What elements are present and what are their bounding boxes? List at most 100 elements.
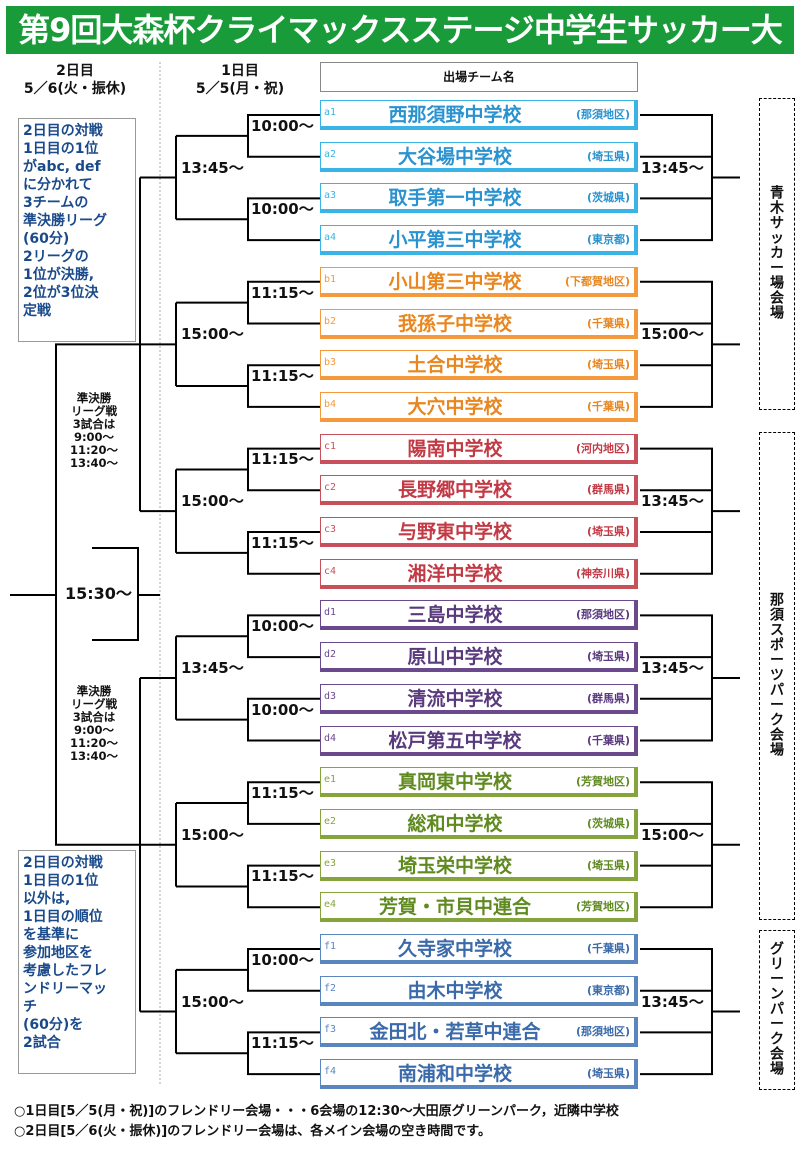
note-line: ンドリーマッ [23,981,107,997]
team-id: f3 [324,1024,337,1036]
team-name: 陽南中学校 [407,437,503,460]
final-time: 15:30～ [64,584,133,603]
team-name: 取手第一中学校 [388,187,522,210]
team-column-header: 出場チーム名 [320,62,638,92]
day1-header-day: 1日目 [221,63,259,79]
team-name: 松戸第五中学校 [388,729,522,752]
right-bracket [640,781,713,909]
footer-note-day2: ○2日目[5／6(火・振休)]のフレンドリー会場は、各メイン会場の空き時間です。 [14,1124,491,1139]
group-time: 15:00～ [180,992,245,1011]
note-line: 1日目の1位 [23,873,99,889]
note-line: 2日目の対戦 [23,123,103,139]
right-time: 13:45～ [640,158,705,177]
team-row: d2 原山中学校 (埼玉県) [320,642,638,673]
venue-name: 青木サッカー場会場 [770,185,784,322]
note-line: 1日目の順位 [23,909,103,925]
team-id: b3 [324,357,337,369]
team-row: d3 清流中学校 (群馬県) [320,683,638,714]
team-name: 小平第三中学校 [388,229,522,252]
right-time: 13:45～ [640,992,705,1011]
team-id: b1 [324,273,337,285]
note-line: 3チームの [23,195,89,211]
team-region: (神奈川県) [575,566,630,580]
team-name: 総和中学校 [407,812,503,835]
team-region: (茨城県) [586,191,630,205]
right-time: 15:00～ [640,325,705,344]
team-id: d2 [324,649,337,661]
match-time: 11:15～ [250,867,315,886]
venue-name: 那須スポーツパーク会場 [770,592,784,759]
group-time: 13:45～ [180,158,245,177]
match-time: 11:15～ [250,283,315,302]
team-region: (下都賀地区) [564,274,630,288]
team-id: e1 [324,774,337,786]
team-id: c2 [324,482,337,494]
team-id: e4 [324,899,337,911]
team-name: 清流中学校 [407,687,503,710]
match-time: 11:15～ [250,533,315,552]
note-line: がabc, def [23,159,101,175]
team-name: 真岡東中学校 [397,771,512,794]
semi-note-line: 9:00～ [73,430,115,444]
team-name: 原山中学校 [407,646,503,669]
team-region: (千葉県) [586,316,630,330]
semi-note-line: 13:40～ [69,749,119,763]
page-title: 第9回大森杯クライマックスステージ中学生サッカー大会 [6,6,794,97]
team-id: a4 [324,232,337,244]
team-row: b1 小山第三中学校 (下都賀地区) [320,266,638,297]
team-name: 由木中学校 [407,979,503,1002]
team-id: f2 [324,982,337,994]
note-line: (60分) [23,231,70,247]
match-time: 10:00～ [250,617,315,636]
team-region: (東京都) [586,983,630,997]
right-bracket [640,114,713,242]
semi-note-line: 準決勝 [76,391,112,405]
team-id: d3 [324,690,337,702]
day1-header-date: 5／5(月・祝) [195,81,285,97]
team-id: a1 [324,107,337,118]
group-time: 15:00～ [180,825,245,844]
team-name: 小山第三中学校 [388,270,522,293]
team-name: 南浦和中学校 [397,1063,512,1086]
match-time: 10:00～ [250,950,315,969]
semi-note-line: 準決勝 [76,684,112,698]
semi-note-line: 11:20～ [69,443,119,457]
day2-header-day: 2日目 [56,63,94,79]
team-region: (群馬県) [586,483,630,497]
team-id: f4 [324,1066,337,1078]
match-time: 10:00～ [250,200,315,219]
team-name: 土合中学校 [407,354,503,377]
team-region: (埼玉県) [586,650,630,664]
team-name: 与野東中学校 [397,521,512,543]
team-name: 大穴中学校 [407,395,503,418]
team-id: c4 [324,565,337,577]
team-id: f1 [324,941,337,952]
team-region: (那須地区) [575,108,630,121]
team-region: (千葉県) [586,399,630,413]
team-region: (群馬県) [586,691,630,705]
team-region: (埼玉県) [586,1067,630,1081]
team-name: 西那須野中学校 [388,104,522,126]
semi-note-line: 3試合は [72,417,116,431]
note-line: 2位が3位決 [23,285,99,301]
team-region: (茨城県) [586,816,630,830]
right-time: 13:45～ [640,658,705,677]
match-time: 11:15～ [250,1034,315,1053]
team-name: 埼玉栄中学校 [397,854,512,877]
note-line: を基準に [23,927,79,943]
note-line: 以外は, [23,891,71,907]
team-id: d1 [324,607,337,619]
note-line: 2試合 [23,1035,61,1051]
team-region: (芳賀地区) [575,900,630,914]
team-row: f4 南浦和中学校 (埼玉県) [320,1059,638,1090]
group-time: 15:00～ [180,325,245,344]
